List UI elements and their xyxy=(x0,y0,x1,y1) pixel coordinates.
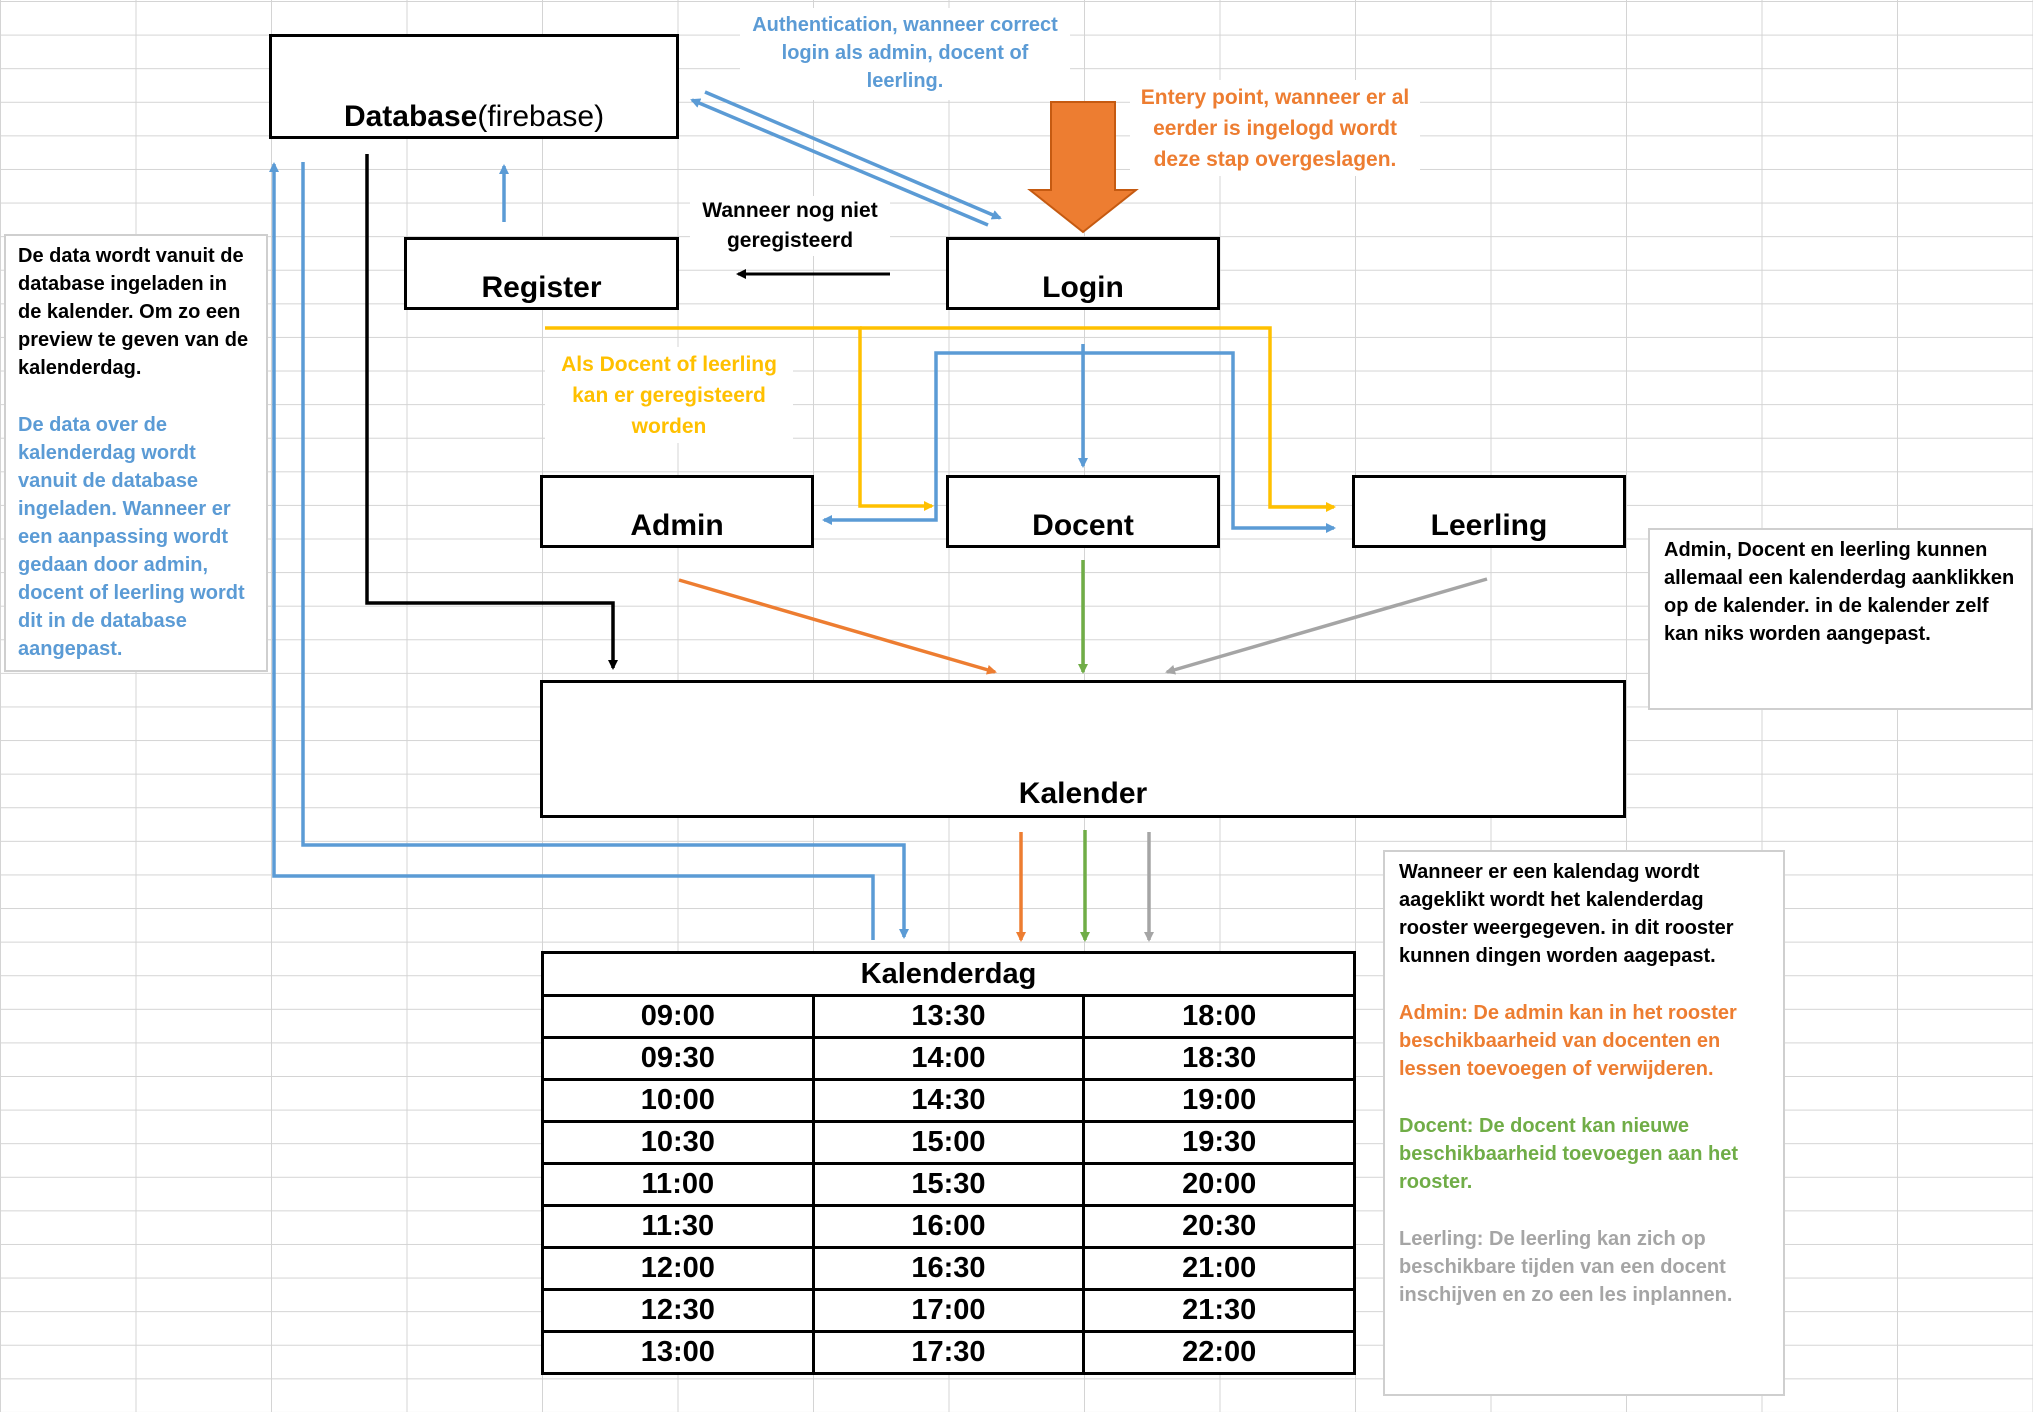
right-bottom-intro: Wanneer er een kalendag wordt aageklikt … xyxy=(1399,861,1734,967)
time-slot-cell[interactable]: 16:00 xyxy=(811,1204,1086,1249)
docent-box: Docent xyxy=(946,475,1220,548)
right-top-note: Admin, Docent en leerling kunnen allemaa… xyxy=(1648,528,2033,710)
time-slot-cell[interactable]: 17:00 xyxy=(811,1288,1086,1333)
time-slot-cell[interactable]: 20:30 xyxy=(1082,1204,1356,1249)
time-slot-cell[interactable]: 15:30 xyxy=(811,1162,1086,1207)
arrow-database-to-kalenderdag xyxy=(301,162,909,939)
authentication-note: Authentication, wanneer correct login al… xyxy=(740,8,1070,100)
time-slot-cell[interactable]: 13:00 xyxy=(541,1330,815,1375)
arrow-kalenderdag-to-database xyxy=(269,162,875,940)
arrow-login-to-leerling xyxy=(1083,351,1336,533)
kalender-label: Kalender xyxy=(1018,777,1148,810)
arrow-login-to-admin xyxy=(822,351,1083,525)
database-box: Database(firebase) xyxy=(269,34,679,139)
time-slot-cell[interactable]: 12:30 xyxy=(541,1288,815,1333)
leerling-box: Leerling xyxy=(1352,475,1626,548)
time-slot-cell[interactable]: 09:30 xyxy=(541,1036,815,1081)
register-box: Register xyxy=(404,237,679,310)
time-slot-cell[interactable]: 11:30 xyxy=(541,1204,815,1249)
kalenderdag-title: Kalenderdag xyxy=(541,951,1356,997)
time-slot-cell[interactable]: 14:00 xyxy=(811,1036,1086,1081)
time-slot-cell[interactable]: 18:00 xyxy=(1082,994,1356,1039)
time-slot-cell[interactable]: 10:30 xyxy=(541,1120,815,1165)
docent-label: Docent xyxy=(1032,509,1134,542)
time-slot-cell[interactable]: 19:30 xyxy=(1082,1120,1356,1165)
arrow-database-to-kalender xyxy=(365,154,618,670)
login-label: Login xyxy=(1042,271,1124,304)
admin-box: Admin xyxy=(540,475,814,548)
time-slot-cell[interactable]: 22:00 xyxy=(1082,1330,1356,1375)
time-slot-cell[interactable]: 13:30 xyxy=(811,994,1086,1039)
time-slot-cell[interactable]: 21:00 xyxy=(1082,1246,1356,1291)
admin-label: Admin xyxy=(630,509,724,542)
login-box: Login xyxy=(946,237,1220,310)
arrow-leerling-to-kalender xyxy=(1165,577,1488,675)
database-sublabel: (firebase) xyxy=(477,100,605,133)
register-roles-note: Als Docent of leerling kan er geregistee… xyxy=(545,347,793,443)
right-bottom-leerling: Leerling: De leerling kan zich op beschi… xyxy=(1399,1228,1733,1306)
time-slot-cell[interactable]: 09:00 xyxy=(541,994,815,1039)
database-label: Database xyxy=(343,100,478,133)
time-slot-cell[interactable]: 12:00 xyxy=(541,1246,815,1291)
time-slot-cell[interactable]: 11:00 xyxy=(541,1162,815,1207)
right-bottom-note: Wanneer er een kalendag wordt aageklikt … xyxy=(1383,850,1785,1396)
entry-point-arrow xyxy=(1027,101,1139,234)
register-label: Register xyxy=(481,271,602,304)
arrow-register-to-leerling xyxy=(860,326,1336,512)
not-registered-note: Wanneer nog niet geregisteerd xyxy=(690,196,890,256)
left-description-black: De data wordt vanuit de database ingelad… xyxy=(18,245,249,379)
right-bottom-admin: Admin: De admin kan in het rooster besch… xyxy=(1399,1002,1737,1080)
right-bottom-docent: Docent: De docent kan nieuwe beschikbaar… xyxy=(1399,1115,1738,1193)
time-slot-cell[interactable]: 10:00 xyxy=(541,1078,815,1123)
time-slot-cell[interactable]: 16:30 xyxy=(811,1246,1086,1291)
time-slot-cell[interactable]: 21:30 xyxy=(1082,1288,1356,1333)
leerling-label: Leerling xyxy=(1430,509,1548,542)
left-description-note: De data wordt vanuit de database ingelad… xyxy=(4,234,268,672)
kalender-box: Kalender xyxy=(540,680,1626,818)
time-slot-cell[interactable]: 20:00 xyxy=(1082,1162,1356,1207)
arrow-admin-to-kalender xyxy=(678,578,997,675)
arrow-login-to-database xyxy=(690,98,989,227)
left-description-blue: De data over de kalenderdag wordt vanuit… xyxy=(18,414,245,660)
time-slot-cell[interactable]: 14:30 xyxy=(811,1078,1086,1123)
entry-point-note: Entery point, wanneer er al eerder is in… xyxy=(1130,80,1420,176)
time-slot-cell[interactable]: 17:30 xyxy=(811,1330,1086,1375)
time-slot-cell[interactable]: 18:30 xyxy=(1082,1036,1356,1081)
time-slot-cell[interactable]: 15:00 xyxy=(811,1120,1086,1165)
time-slot-cell[interactable]: 19:00 xyxy=(1082,1078,1356,1123)
arrow-register-to-docent xyxy=(545,326,934,511)
arrow-database-to-login xyxy=(704,90,1002,220)
